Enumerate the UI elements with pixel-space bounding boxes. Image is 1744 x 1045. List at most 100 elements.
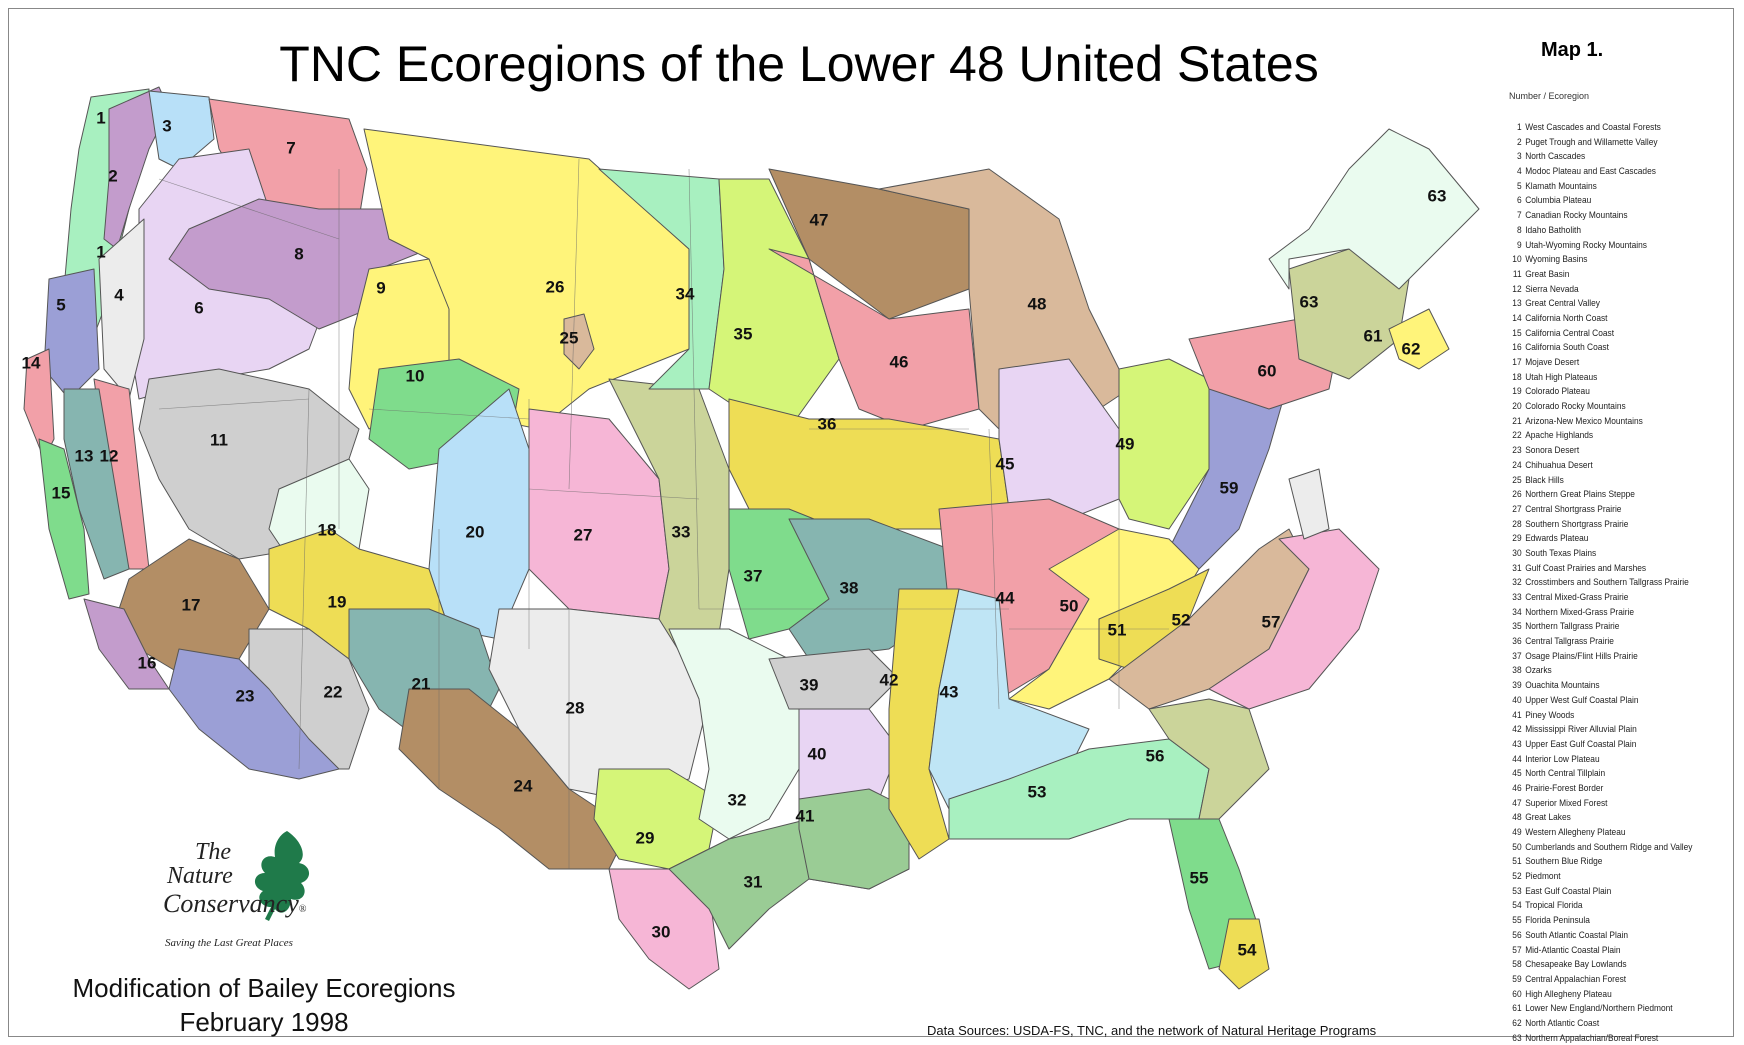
modification-line-1: Modification of Bailey Ecoregions <box>72 973 456 1003</box>
legend-number: 48 <box>1512 812 1522 823</box>
legend-name: Tropical Florida <box>1525 900 1583 911</box>
legend-number: 40 <box>1512 694 1522 705</box>
legend-number: 12 <box>1512 283 1522 294</box>
region-39 <box>768 648 900 710</box>
legend-name: South Atlantic Coastal Plain <box>1525 929 1628 940</box>
legend-number: 44 <box>1512 753 1522 764</box>
region-label-35: 35 <box>734 324 753 343</box>
legend-number: 36 <box>1512 636 1522 647</box>
legend-name: Western Allegheny Plateau <box>1525 827 1626 837</box>
legend-name: South Texas Plains <box>1525 547 1597 558</box>
legend-number: 53 <box>1512 885 1522 896</box>
legend-number: 31 <box>1512 562 1522 573</box>
legend-number: 24 <box>1512 459 1522 470</box>
legend-name: Central Mixed-Grass Prairie <box>1525 592 1629 602</box>
legend-number: 50 <box>1512 841 1522 852</box>
legend-name: Wyoming Basins <box>1525 254 1588 265</box>
legend-number: 63 <box>1512 1032 1522 1043</box>
region-label-33: 33 <box>672 522 691 541</box>
region-15 <box>38 438 90 600</box>
region-label-31: 31 <box>744 872 763 891</box>
legend-name: Upper East Gulf Coastal Plain <box>1525 738 1637 749</box>
region-label-60: 60 <box>1258 361 1277 380</box>
oak-leaf-icon <box>254 831 310 921</box>
region-label-43: 43 <box>940 682 959 701</box>
region-label-21: 21 <box>412 674 431 693</box>
legend-number: 34 <box>1512 606 1522 617</box>
map-number: Map 1. <box>1541 39 1604 61</box>
legend-name: Arizona-New Mexico Mountains <box>1525 415 1643 426</box>
legend-number: 25 <box>1512 474 1522 485</box>
region-label-23: 23 <box>236 686 255 705</box>
region-label-53: 53 <box>1028 782 1047 801</box>
legend-name: Modoc Plateau and East Cascades <box>1525 166 1656 177</box>
region-label-50: 50 <box>1060 596 1079 615</box>
modification-line-2: February 1998 <box>179 1007 349 1037</box>
legend-name: High Allegheny Plateau <box>1525 988 1612 999</box>
region-label-37: 37 <box>744 566 763 585</box>
legend-name: Superior Mixed Forest <box>1525 797 1608 808</box>
region-label-49: 49 <box>1116 434 1135 453</box>
legend-name: East Gulf Coastal Plain <box>1525 885 1612 896</box>
legend-name: Mojave Desert <box>1525 357 1580 367</box>
legend-number: 57 <box>1512 944 1522 955</box>
legend-number: 23 <box>1512 445 1522 456</box>
legend-number: 52 <box>1512 871 1522 882</box>
region-label-36: 36 <box>818 414 837 433</box>
legend-number: 28 <box>1512 518 1522 529</box>
modification-note: Modification of Bailey Ecoregions Februa… <box>29 971 499 1039</box>
legend-name: Great Basin <box>1525 268 1570 279</box>
region-label-1: 1 <box>96 242 105 261</box>
legend-name: Northern Mixed-Grass Prairie <box>1525 606 1635 617</box>
legend-name: Edwards Plateau <box>1525 533 1589 544</box>
region-label-5: 5 <box>56 295 65 314</box>
legend-name: Sierra Nevada <box>1525 283 1579 294</box>
region-label-13: 13 <box>75 446 94 465</box>
region-label-3: 3 <box>162 116 171 135</box>
legend-name: Interior Low Plateau <box>1525 753 1600 764</box>
legend-number: 35 <box>1512 621 1522 632</box>
legend-number: 6 <box>1516 195 1522 206</box>
legend-name: Colorado Plateau <box>1525 386 1590 397</box>
region-label-52: 52 <box>1172 610 1191 629</box>
legend-name: Ouachita Mountains <box>1525 680 1600 691</box>
region-label-44: 44 <box>996 588 1015 607</box>
region-label-1: 1 <box>96 108 105 127</box>
region-label-57: 57 <box>1262 612 1281 631</box>
legend-name: Piney Woods <box>1525 709 1575 720</box>
legend-number: 59 <box>1512 973 1522 984</box>
legend-name: California South Coast <box>1525 342 1609 353</box>
data-sources: Data Sources: USDA-FS, TNC, and the netw… <box>927 1023 1377 1038</box>
legend-name: Great Lakes <box>1525 812 1571 823</box>
legend-name: California Central Coast <box>1525 327 1615 338</box>
legend-number: 27 <box>1512 503 1522 514</box>
legend-number: 18 <box>1512 371 1522 382</box>
logo-tagline: Saving the Last Great Places <box>165 937 293 949</box>
legend-number: 15 <box>1512 327 1522 338</box>
legend-number: 39 <box>1512 680 1522 691</box>
legend-number: 54 <box>1512 900 1522 911</box>
legend-number: 55 <box>1512 915 1522 926</box>
legend-number: 60 <box>1512 988 1522 999</box>
